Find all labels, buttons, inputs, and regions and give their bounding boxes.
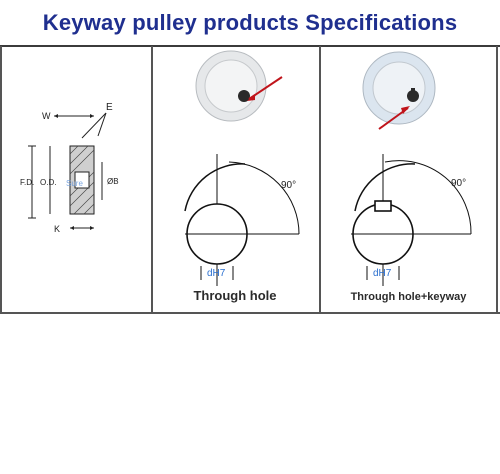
width-label: W [42, 111, 51, 121]
pulley-photo [362, 51, 436, 125]
through-hole-diagram: 90° dH7 [184, 50, 300, 286]
outer-diameter-label: O.D. [40, 178, 56, 187]
empty-area [0, 314, 500, 474]
page-title: Keyway pulley products Specifications [0, 0, 500, 47]
bore-tolerance-label: dH7 [373, 268, 392, 279]
dimension-drawing-panel: W E F.D. O.D. Sure ØB K [0, 46, 153, 312]
through-hole-keyway-caption: Through hole+keyway [350, 291, 467, 303]
keyway-slot [374, 200, 392, 212]
edge-label: E [106, 102, 113, 113]
bore-tolerance-label: dH7 [207, 268, 226, 279]
through-hole-keyway-panel: 90° dH7 Through hole+keyway [321, 46, 498, 312]
through-hole-keyway-diagram: 90° dH7 [351, 51, 472, 286]
through-hole-panel: 90° dH7 Through hole [151, 46, 321, 312]
angle-label: 90° [451, 178, 466, 189]
pulley-cross-section-diagram: W E F.D. O.D. Sure ØB K [20, 102, 119, 234]
svg-text:Sure: Sure [66, 179, 83, 188]
panel-bottom-divider [0, 312, 500, 314]
angle-label: 90° [281, 180, 296, 191]
pulley-photo [195, 50, 267, 122]
flange-diameter-label: F.D. [20, 178, 34, 187]
bore-diameter-label: ØB [107, 177, 119, 186]
hub-length-label: K [54, 224, 60, 234]
through-hole-caption: Through hole [193, 288, 277, 303]
